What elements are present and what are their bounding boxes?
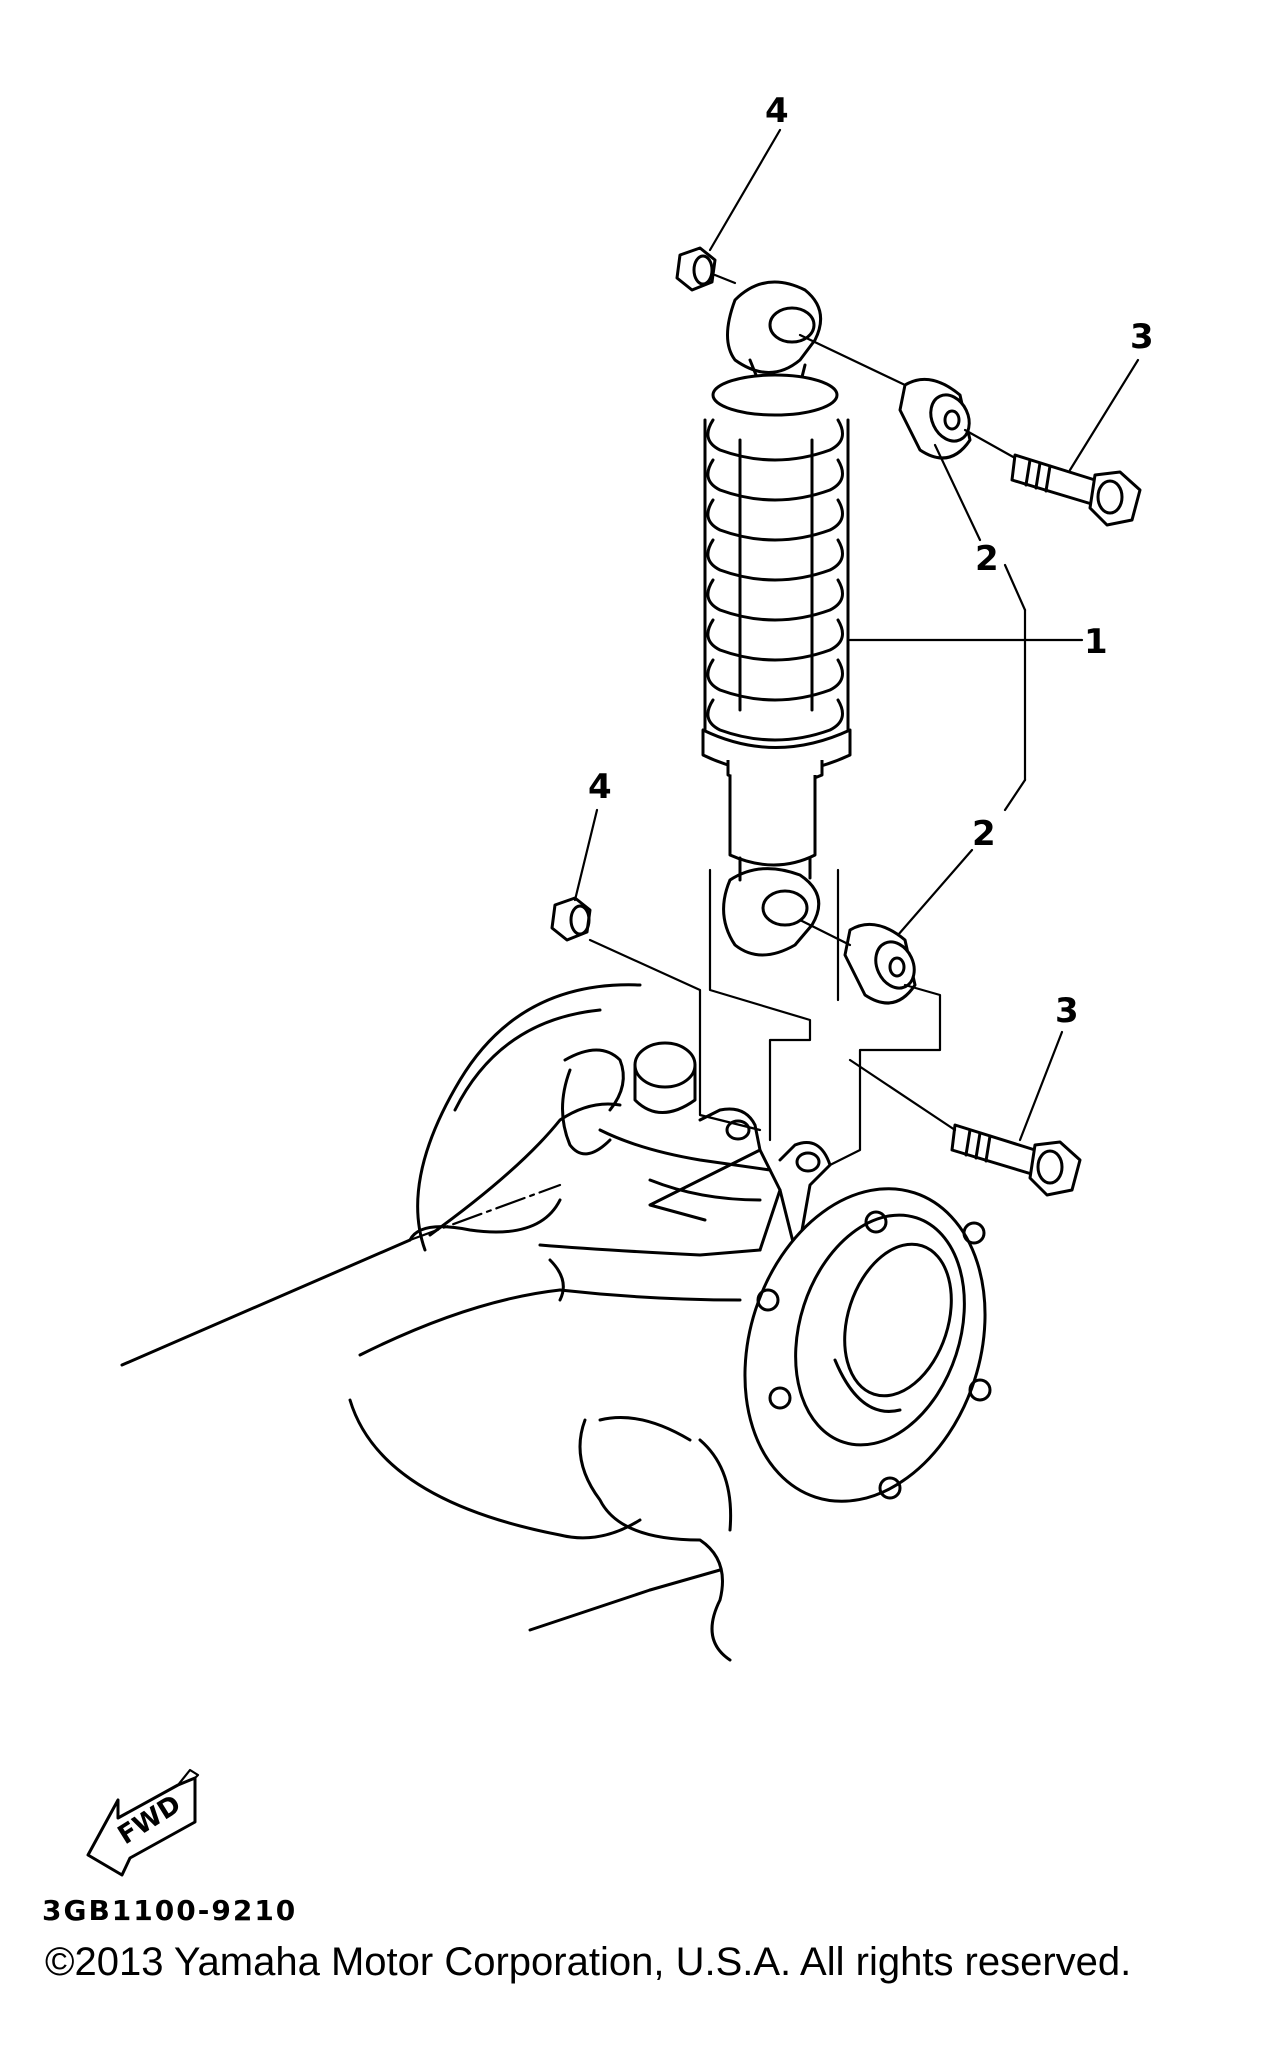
coil-spring [703,418,850,742]
callout-4-bottom: 4 [588,767,612,807]
leader-lines [573,128,1140,1142]
callout-2-top: 2 [975,539,999,579]
bolt-top [1010,453,1142,527]
forward-arrow: FWD [86,1768,200,1877]
callout-3-bottom: 3 [1055,991,1079,1031]
copyright-notice: ©2013 Yamaha Motor Corporation, U.S.A. A… [45,1940,1132,1984]
callout-1: 1 [1084,622,1108,662]
shock-absorber [701,280,852,957]
bolt-bottom [950,1123,1082,1197]
callout-2-bottom: 2 [972,814,996,854]
callout-3-top: 3 [1130,317,1154,357]
nut-bottom [550,896,592,942]
rear-axle-housing [120,983,992,1662]
callout-4-top: 4 [765,91,789,131]
bushing-top [898,377,972,460]
callout-labels: 4 3 2 1 4 2 3 [588,91,1154,1031]
nut-top [675,246,717,292]
bushing-bottom [843,922,917,1005]
drawing-code: 3GB1100-9210 [42,1894,297,1927]
assembly-centerlines [588,273,1017,1167]
